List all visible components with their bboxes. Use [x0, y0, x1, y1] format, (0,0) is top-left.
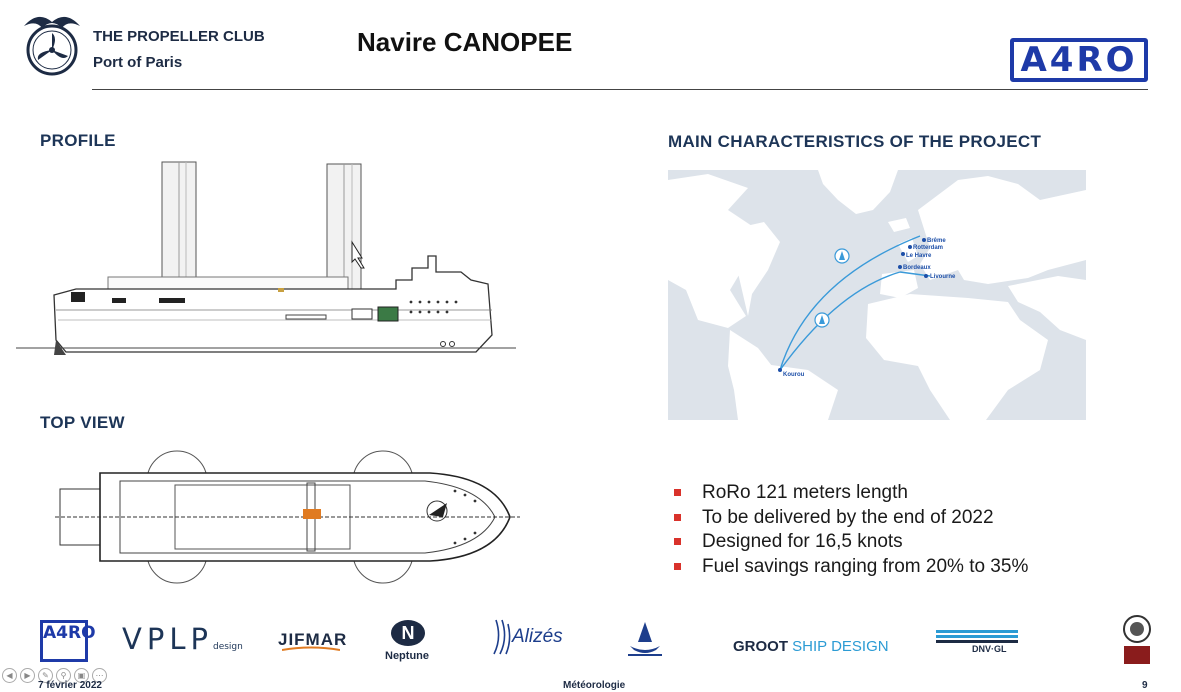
bullet-square-icon — [674, 562, 681, 570]
sponsor-neptune-icon: N — [391, 620, 425, 646]
slideshow-controls: ◀▶✎⚲▣⋯ — [2, 668, 110, 683]
list-item: To be delivered by the end of 2022 — [672, 506, 1028, 531]
sponsor-vplp-logo: VPLPdesign — [122, 622, 243, 656]
ship-profile-drawing — [16, 161, 516, 355]
sponsor-jifmar-logo: JIFMAR — [278, 630, 348, 649]
propeller-club-logo-icon — [24, 16, 80, 76]
port-label-livourne: Livourne — [930, 274, 956, 280]
zoom-icon[interactable]: ⚲ — [56, 668, 71, 683]
list-item: Designed for 16,5 knots — [672, 530, 1028, 555]
port-label-rotterdam: Rotterdam — [913, 245, 943, 251]
club-name-line2: Port of Paris — [93, 54, 183, 71]
sponsor-bureau-veritas-logo-icon — [1123, 615, 1151, 664]
slide-title: Navire CANOPEE — [357, 27, 573, 57]
profile-heading: PROFILE — [40, 131, 116, 150]
sponsor-groot-ship-design-logo: GROOT SHIP DESIGN — [733, 638, 889, 655]
next-slide-icon[interactable]: ▶ — [20, 668, 35, 683]
more-options-icon[interactable]: ⋯ — [92, 668, 107, 683]
ship-top-view-drawing — [55, 450, 520, 584]
port-label-breme: Brême — [927, 238, 946, 244]
header-divider — [92, 89, 1148, 90]
sponsor-dnv-gl-label: DNV·GL — [972, 644, 1007, 654]
bullet-square-icon — [674, 513, 681, 521]
port-label-kourou: Kourou — [783, 372, 805, 378]
club-name-line1: THE PROPELLER CLUB — [93, 28, 265, 45]
sponsor-ayro-logo: A4RO — [40, 620, 96, 662]
jifmar-swoosh-icon — [282, 646, 340, 651]
list-item: Fuel savings ranging from 20% to 35% — [672, 555, 1028, 580]
footer-date: 7 février 2022 — [38, 680, 102, 691]
sponsor-neptune-logo: Neptune — [385, 650, 429, 662]
previous-slide-icon[interactable]: ◀ — [2, 668, 17, 683]
club-name: THE PROPELLER CLUB Port of Paris — [93, 24, 265, 76]
slides-overview-icon[interactable]: ▣ — [74, 668, 89, 683]
bullet-square-icon — [674, 489, 681, 496]
footer-topic: Météorologie — [563, 680, 626, 691]
top-view-heading: TOP VIEW — [40, 413, 125, 432]
ayro-brand-logo: A4RO — [1010, 38, 1148, 82]
sponsor-zephyr-boree-logo-icon — [628, 622, 662, 656]
alizes-wind-icon — [493, 619, 511, 655]
bullet-square-icon — [674, 538, 681, 545]
sponsor-dnv-gl-logo-icon — [936, 630, 1018, 643]
port-label-bordeaux: Bordeaux — [903, 265, 931, 271]
slide-footer: ◀▶✎⚲▣⋯ 7 février 2022 Météorologie 9 — [0, 668, 1181, 692]
project-characteristics-list: RoRo 121 meters length To be delivered b… — [672, 481, 1028, 579]
pen-tool-icon[interactable]: ✎ — [38, 668, 53, 683]
slide-header: THE PROPELLER CLUB Port of Paris Navire … — [0, 0, 1181, 92]
port-label-le-havre: Le Havre — [906, 253, 932, 259]
main-characteristics-heading: MAIN CHARACTERISTICS OF THE PROJECT — [668, 132, 1042, 151]
page-number: 9 — [1142, 680, 1148, 691]
sponsor-alizes-logo: Alizés — [512, 626, 563, 647]
list-item: RoRo 121 meters length — [672, 481, 1028, 506]
route-map: Brême Rotterdam Le Havre Bordeaux Livour… — [668, 170, 1086, 420]
sponsor-logos-bar: A4RO VPLPdesign JIFMAR N Neptune Alizés … — [0, 608, 1181, 668]
